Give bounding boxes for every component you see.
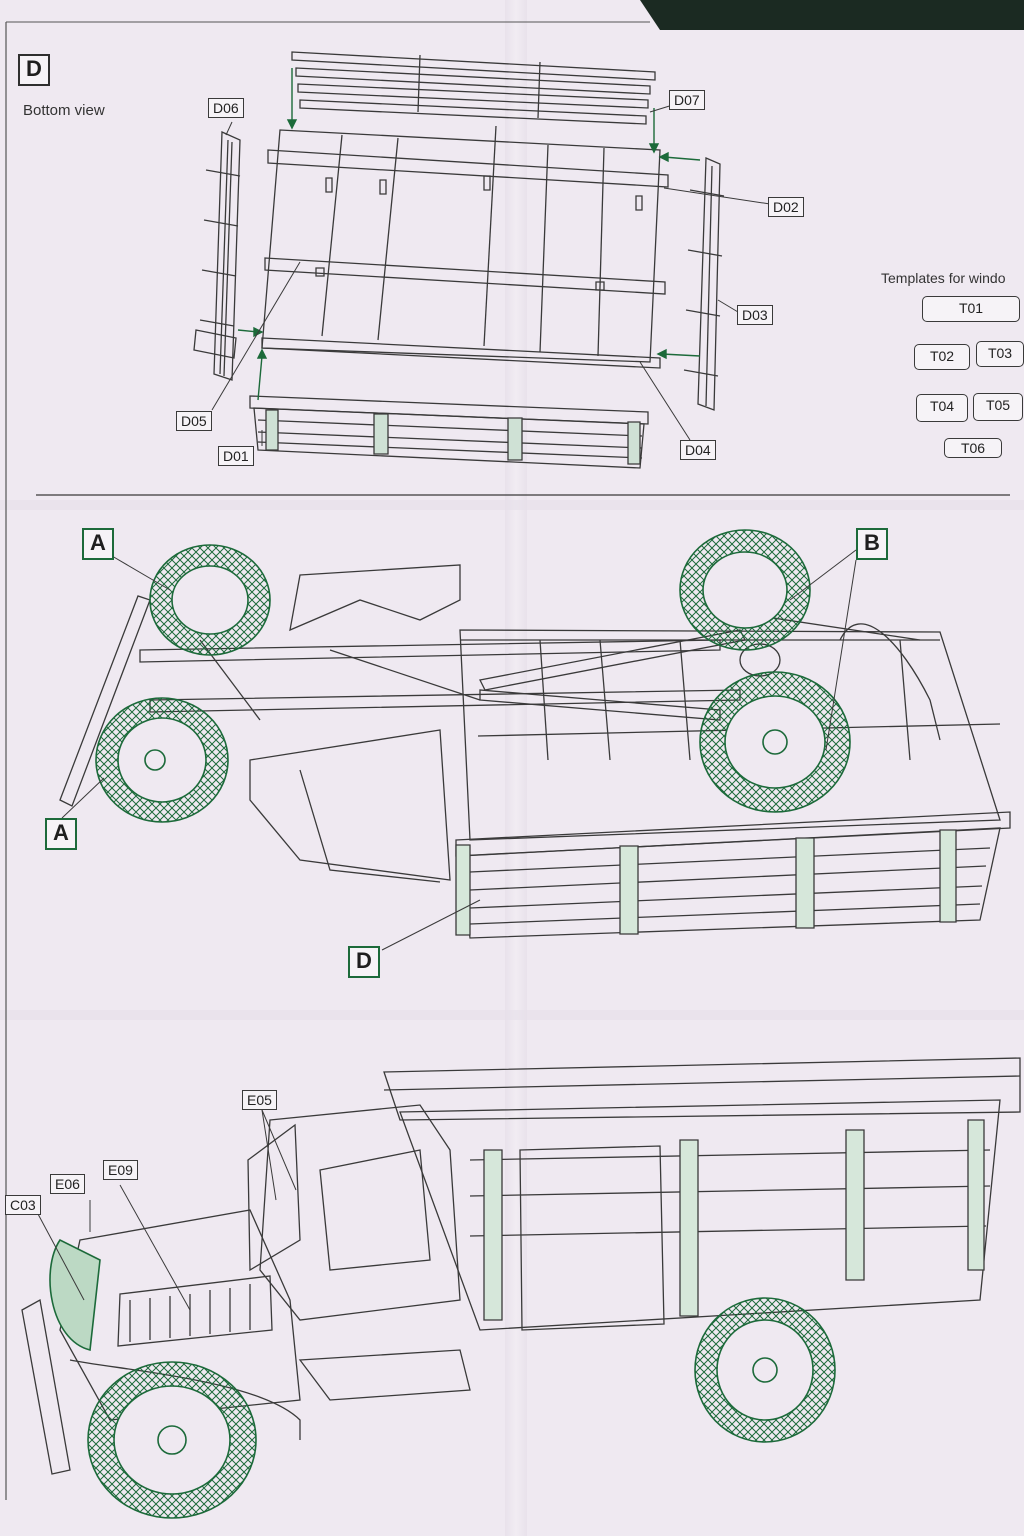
part-label-d02: D02	[768, 197, 804, 217]
template-t01: T01	[922, 296, 1020, 322]
step-a-label-top: A	[82, 528, 114, 560]
part-label-e09: E09	[103, 1160, 138, 1180]
tires-section-3	[49, 1238, 836, 1519]
template-t02: T02	[914, 344, 970, 370]
part-label-d03: D03	[737, 305, 773, 325]
completed-truck	[21, 1057, 1021, 1475]
part-label-e05: E05	[242, 1090, 277, 1110]
tires-section-2	[95, 529, 851, 823]
template-t06: T06	[944, 438, 1002, 458]
part-label-d06: D06	[208, 98, 244, 118]
step-a-label-bottom: A	[45, 818, 77, 850]
part-label-c03: C03	[5, 1195, 41, 1215]
bed-bottom-view	[193, 51, 725, 469]
part-label-d01: D01	[218, 446, 254, 466]
template-t04: T04	[916, 394, 968, 422]
part-label-d04: D04	[680, 440, 716, 460]
bottom-view-caption: Bottom view	[23, 102, 105, 119]
part-label-d07: D07	[669, 90, 705, 110]
part-label-d05: D05	[176, 411, 212, 431]
step-d-label-assembly: D	[348, 946, 380, 978]
templates-title: Templates for windo	[881, 270, 1006, 286]
template-t05: T05	[973, 393, 1023, 421]
step-d-label: D	[18, 54, 50, 86]
part-label-e06: E06	[50, 1174, 85, 1194]
step-b-label: B	[856, 528, 888, 560]
template-t03: T03	[976, 341, 1024, 367]
